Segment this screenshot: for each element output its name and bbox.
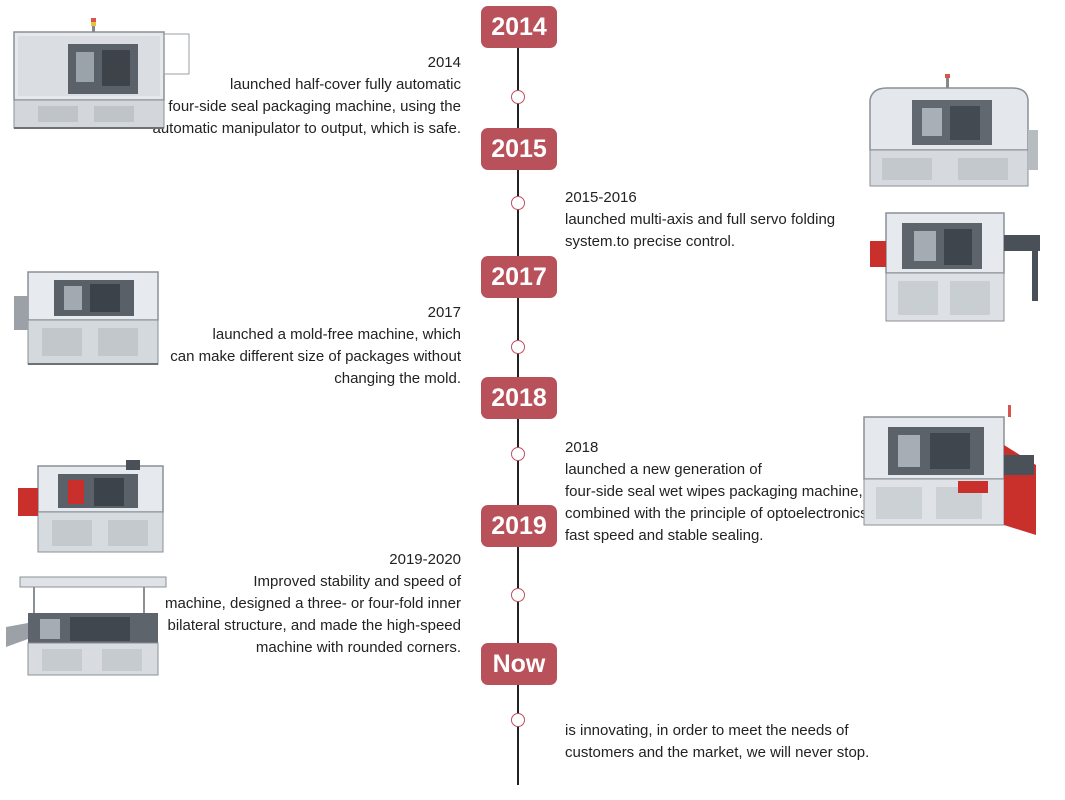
entry-line: customers and the market, we will never … — [565, 744, 870, 761]
entry-line: 2018 — [565, 439, 599, 456]
entry-2019-2020: 2019-2020 Improved stability and speed o… — [165, 549, 461, 659]
machine-image-2019 — [8, 458, 173, 563]
entry-line: system.to precise control. — [565, 233, 736, 250]
entry-line: is innovating, in order to meet the need… — [565, 722, 849, 739]
entry-line: 2014 — [427, 54, 461, 71]
entry-2014: 2014 launched half-cover fully automatic… — [153, 52, 462, 140]
entry-line: changing the mold. — [334, 370, 461, 387]
machine-image-2014 — [8, 14, 193, 142]
timeline-dot — [511, 713, 525, 727]
year-badge-2015: 2015 — [481, 128, 557, 170]
entry-2018: 2018 launched a new generation of four-s… — [565, 437, 872, 547]
entry-line: 2015-2016 — [565, 189, 637, 206]
timeline-dot — [511, 196, 525, 210]
entry-line: automatic manipulator to output, which i… — [152, 120, 462, 137]
year-badge-now: Now — [481, 643, 557, 685]
entry-line: 2019-2020 — [389, 551, 461, 568]
entry-now: is innovating, in order to meet the need… — [565, 720, 869, 764]
year-badge-2018: 2018 — [481, 377, 557, 419]
machine-image-2018 — [858, 405, 1043, 550]
entry-line: Improved stability and speed of — [253, 573, 461, 590]
timeline-dot — [511, 588, 525, 602]
entry-line: four-side seal wet wipes packaging machi… — [565, 483, 863, 500]
entry-line: launched half-cover fully automatic — [230, 76, 461, 93]
year-badge-2014: 2014 — [481, 6, 557, 48]
timeline-dot — [511, 447, 525, 461]
entry-2015-2016: 2015-2016 launched multi-axis and full s… — [565, 187, 835, 253]
timeline-dot — [511, 90, 525, 104]
entry-line: launched a mold-free machine, which — [212, 326, 461, 343]
year-badge-2017: 2017 — [481, 256, 557, 298]
entry-2017: 2017 launched a mold-free machine, which… — [170, 302, 461, 390]
machine-image-2017 — [8, 266, 178, 378]
entry-line: four-side seal packaging machine, using … — [168, 98, 461, 115]
entry-line: fast speed and stable sealing. — [565, 527, 764, 544]
entry-line: combined with the principle of optoelect… — [565, 505, 872, 522]
machine-image-2015 — [862, 70, 1042, 195]
timeline-dot — [511, 340, 525, 354]
entry-line: 2017 — [427, 304, 461, 321]
entry-line: bilateral structure, and made the high-s… — [167, 617, 461, 634]
entry-line: launched a new generation of — [565, 461, 762, 478]
entry-line: can make different size of packages with… — [170, 348, 461, 365]
entry-line: machine with rounded corners. — [255, 639, 461, 656]
entry-line: machine, designed a three- or four-fold … — [164, 595, 461, 612]
machine-image-2020 — [4, 575, 172, 683]
year-badge-2019: 2019 — [481, 505, 557, 547]
entry-line: launched multi-axis and full servo foldi… — [565, 211, 836, 228]
machine-image-2016 — [852, 205, 1052, 330]
